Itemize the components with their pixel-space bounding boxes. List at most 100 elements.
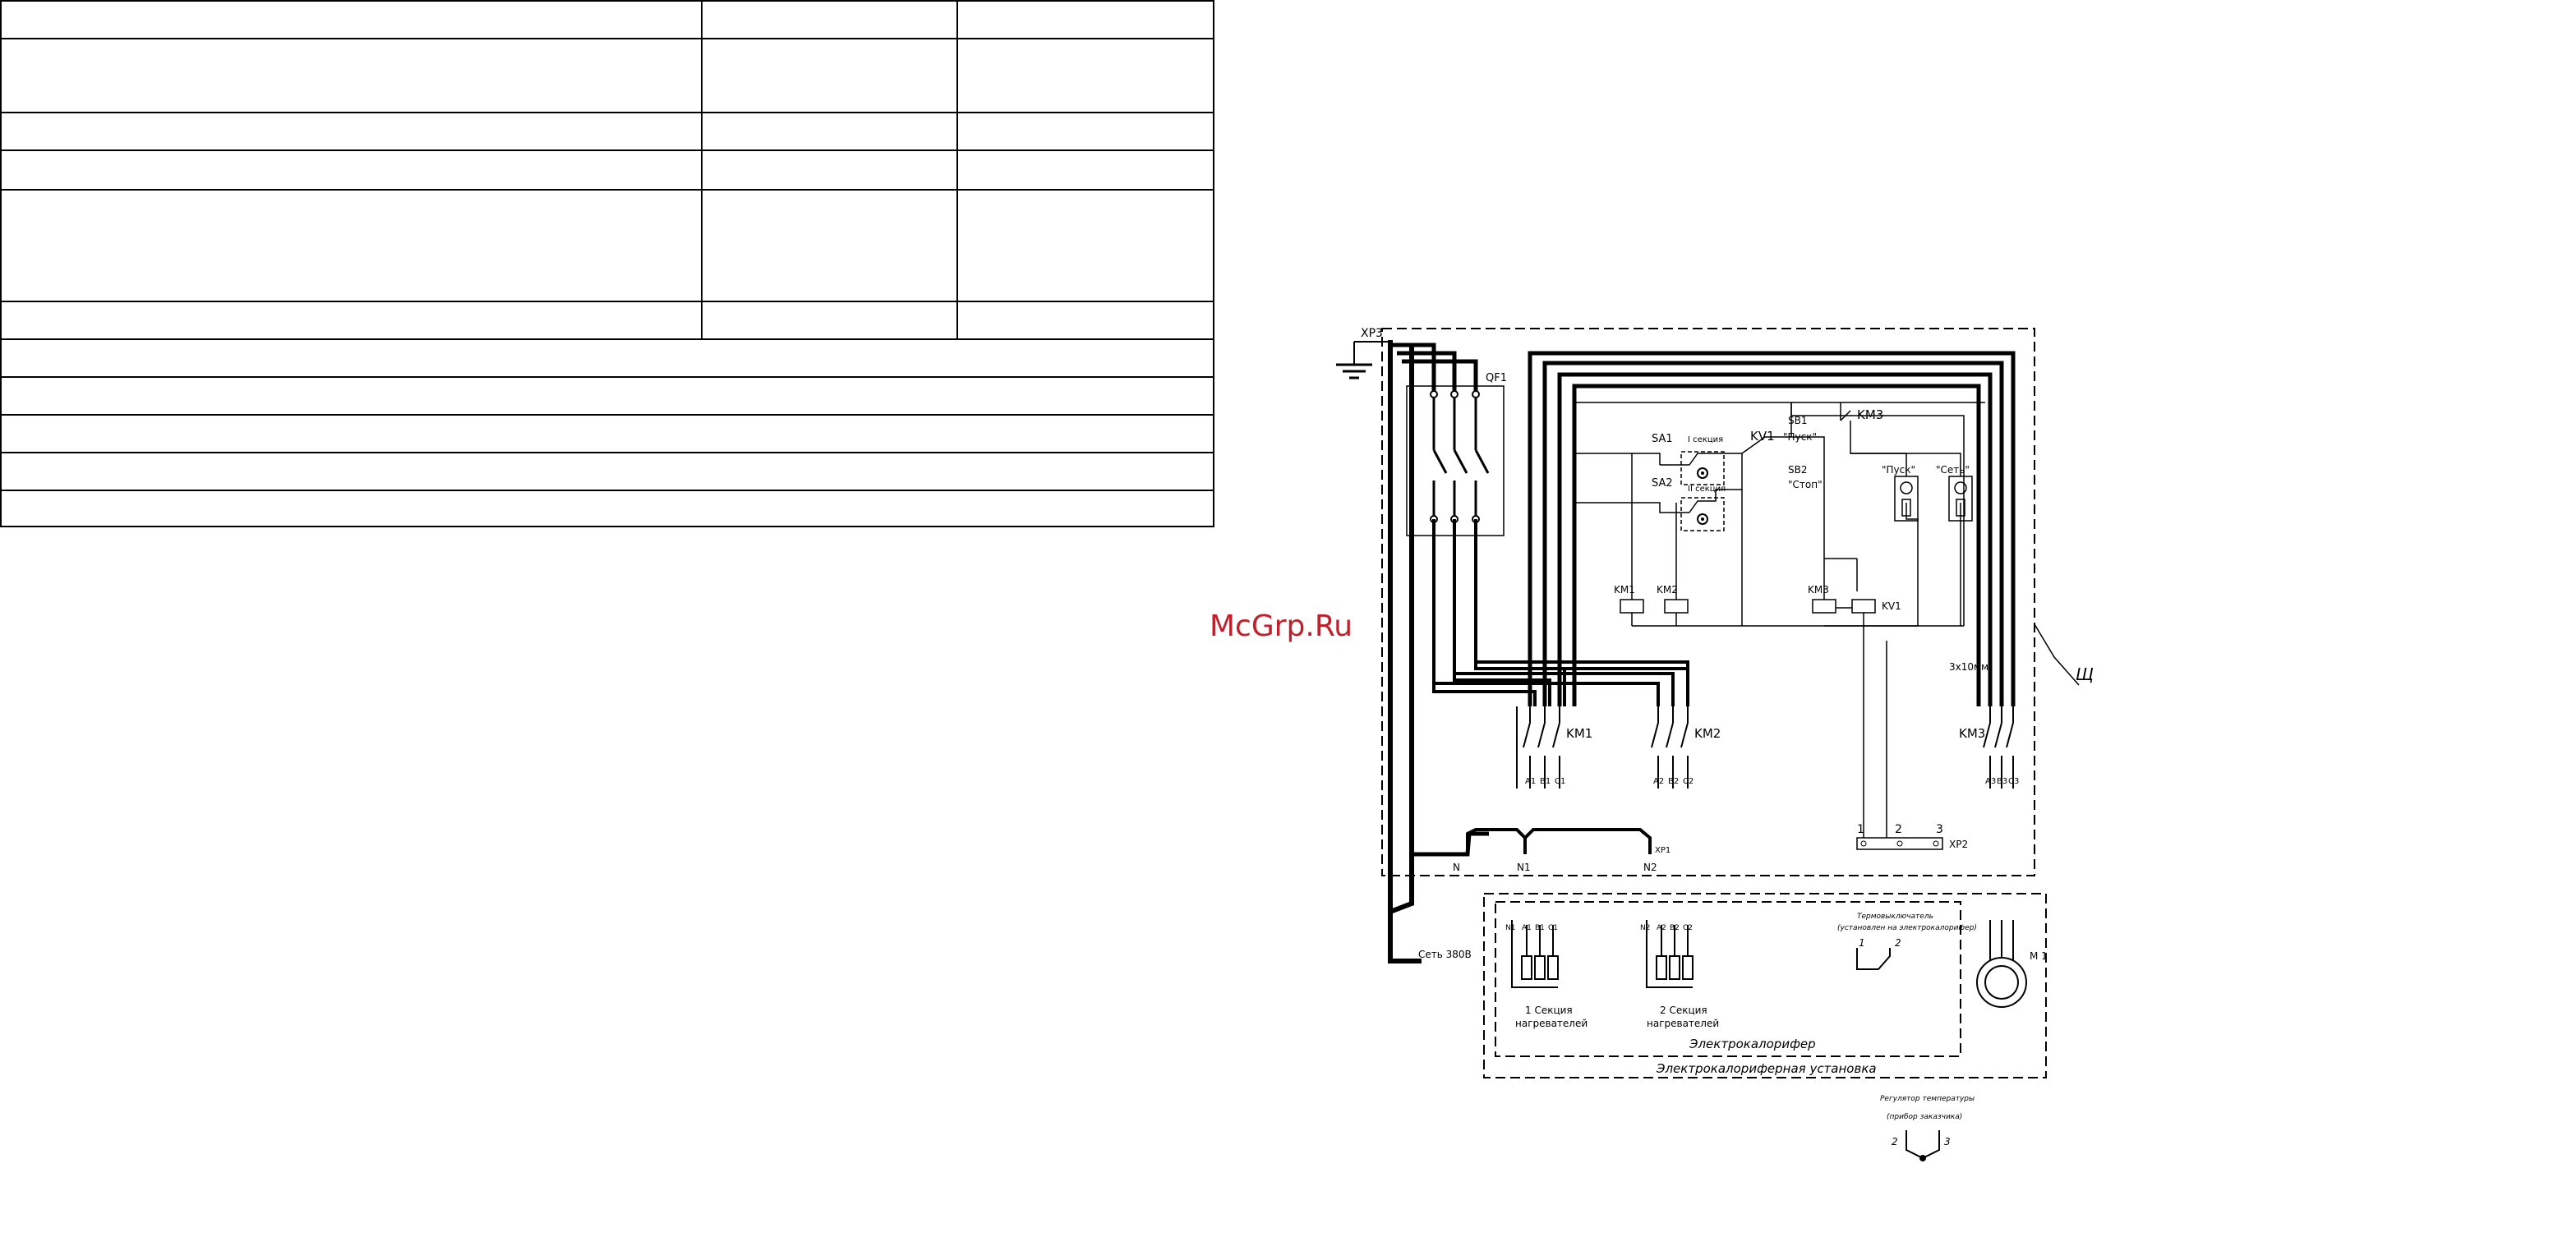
table-row	[0, 490, 1214, 527]
heater-enclosure	[1495, 901, 1961, 1057]
panel-leader	[2034, 623, 2080, 686]
spec-table	[0, 0, 1214, 527]
cabinet-enclosure	[1381, 328, 2035, 876]
label-thermo-title: Термовыключатель	[1857, 913, 1933, 921]
motor-m1	[1976, 920, 2027, 1008]
label-thermo-note: (установлен на электрокалорифер)	[1837, 924, 1977, 932]
label-kv1-top: KV1	[1750, 429, 1775, 444]
label-regulator-l2: (прибор заказчика)	[1887, 1113, 1962, 1121]
label-km1-coil: KM1	[1614, 584, 1635, 596]
table-cell	[701, 38, 958, 113]
watermark: McGrp.Ru	[1210, 609, 1353, 643]
label-thermo-1: 1	[1859, 937, 1865, 949]
coil-km1	[1620, 599, 1644, 614]
label-km2: KM2	[1694, 726, 1721, 741]
label-c3: C3	[2008, 777, 2019, 786]
label-reg-2: 2	[1892, 1136, 1898, 1147]
label-h-a1: A1	[1522, 924, 1532, 932]
label-sec1-heaters-l1: 1 Секция	[1525, 1005, 1573, 1016]
label-sb1: SB1	[1788, 415, 1807, 426]
label-net: Сеть 380В	[1418, 949, 1472, 960]
table-cell	[956, 38, 1214, 113]
table-cell	[0, 490, 1214, 527]
xp1-connector	[1466, 828, 1652, 854]
table-cell	[956, 112, 1214, 151]
label-n1: N1	[1517, 862, 1531, 873]
table-cell	[956, 301, 1214, 340]
table-row	[0, 149, 1214, 191]
label-sa2: SA2	[1652, 477, 1673, 490]
lamp-net	[1948, 476, 1973, 522]
label-sb2: SB2	[1788, 464, 1807, 476]
label-lamp-start: "Пуск"	[1882, 464, 1915, 476]
xp2-terminal	[1856, 837, 1943, 850]
label-h-c2: C2	[1683, 924, 1693, 932]
label-heater-box: Электрокалорифер	[1689, 1037, 1816, 1051]
table-cell	[0, 414, 1214, 453]
power-wiring-km3	[1528, 351, 2016, 706]
table-row	[0, 414, 1214, 453]
label-sec2-switch: II секция	[1688, 485, 1726, 494]
label-n: N	[1453, 862, 1460, 873]
contactor-km2	[1651, 706, 1689, 789]
label-h-b2: B2	[1670, 924, 1680, 932]
heater-section-2	[1646, 920, 1694, 988]
label-xp2-2: 2	[1895, 823, 1902, 836]
schematic-labels: XP3 QF1 SA1 I секция SA2 II секция KV1 S…	[1361, 327, 2094, 1147]
label-h-n2: N2	[1640, 924, 1650, 932]
label-km1: KM1	[1566, 726, 1592, 741]
label-km3-top: KM3	[1857, 407, 1883, 422]
table-cell	[0, 38, 703, 113]
table-row	[0, 301, 1214, 340]
coil-kv1	[1851, 599, 1876, 614]
label-sb1-caption: "Пуск"	[1783, 431, 1817, 443]
table-row	[0, 38, 1214, 113]
table-cell	[0, 0, 703, 39]
label-kv1-coil: KV1	[1882, 600, 1901, 612]
table-cell	[701, 301, 958, 340]
table-cell	[701, 0, 958, 39]
sa2-switch	[1680, 497, 1725, 531]
label-b1: B1	[1540, 777, 1551, 786]
table-row	[0, 112, 1214, 151]
label-a2: A2	[1653, 777, 1664, 786]
control-circuit	[1574, 402, 1985, 838]
label-qf1: QF1	[1486, 372, 1507, 384]
label-motor: M 1	[2030, 950, 2048, 962]
table-row	[0, 452, 1214, 491]
sa1-switch	[1680, 451, 1725, 485]
label-sec1-heaters-l2: нагревателей	[1515, 1018, 1588, 1029]
label-b2: B2	[1668, 777, 1679, 786]
ground-symbol	[1336, 341, 1390, 379]
qf1-breaker	[1430, 390, 1490, 523]
label-km3: KM3	[1959, 726, 1985, 741]
label-regulator-l1: Регулятор температуры	[1880, 1095, 1975, 1103]
label-a1: A1	[1525, 777, 1536, 786]
label-lamp-net: "Сеть"	[1936, 464, 1970, 476]
label-xp2: XP2	[1949, 839, 1968, 850]
table-cell	[956, 189, 1214, 302]
table-cell	[956, 0, 1214, 39]
table-cell	[956, 149, 1214, 191]
unit-enclosure	[1483, 893, 2047, 1078]
table-row	[0, 376, 1214, 416]
label-h-a2: A2	[1657, 924, 1666, 932]
label-xp1: XP1	[1655, 846, 1670, 855]
label-sa1: SA1	[1652, 433, 1673, 445]
lamp-start	[1894, 476, 1919, 522]
label-h-c1: C1	[1548, 924, 1558, 932]
label-km2-coil: KM2	[1657, 584, 1678, 596]
table-cell	[0, 189, 703, 302]
table-cell	[0, 112, 703, 151]
coil-km3	[1812, 599, 1836, 614]
label-thermo-2: 2	[1895, 937, 1901, 949]
label-xp3: XP3	[1361, 327, 1383, 340]
table-cell	[0, 149, 703, 191]
label-xp2-3: 3	[1936, 823, 1943, 836]
table-row	[0, 338, 1214, 378]
label-sec2-heaters-l1: 2 Секция	[1660, 1005, 1707, 1016]
contactor-km1	[1516, 706, 1560, 789]
label-a3: A3	[1985, 777, 1996, 786]
label-sh: Щ	[2076, 664, 2094, 684]
label-reg-3: 3	[1944, 1136, 1951, 1147]
